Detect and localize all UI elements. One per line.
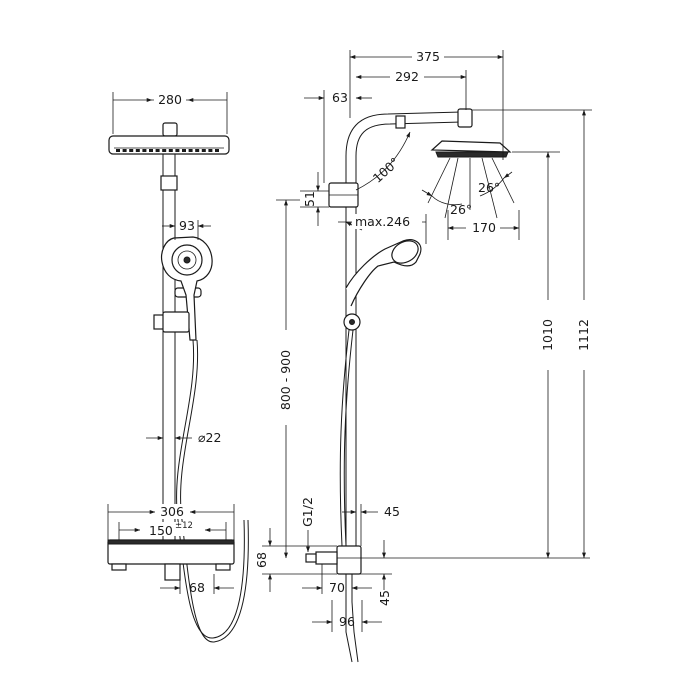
dim-inlet-spacing-label: 150 xyxy=(149,523,173,538)
dim-spray-angle-left-label: 26° xyxy=(450,202,472,217)
dim-mixer-depth-label: 45 xyxy=(384,504,400,519)
dim-bracket-height: 51 xyxy=(300,172,329,226)
dim-pipe-diameter-label: ⌀22 xyxy=(198,430,221,445)
dim-arm-projection-label: 292 xyxy=(395,69,419,84)
nozzle-slot xyxy=(175,149,180,152)
dim-connection-thread: G1/2 xyxy=(300,497,315,553)
dim-connection-depth: 96 xyxy=(312,600,382,632)
dim-spout-width-label: 68 xyxy=(189,580,205,595)
dim-bottom-offset: 45 xyxy=(358,540,392,606)
overhead-shower-side xyxy=(430,108,512,158)
side-view: 375 292 63 100° 26° 26° xyxy=(254,49,592,663)
dim-spray-angle-right-label: 26° xyxy=(478,180,500,195)
dim-inlet-spacing: 150 ±12 xyxy=(118,521,227,540)
hose-side xyxy=(339,329,350,547)
thermostatic-mixer-side xyxy=(305,545,362,663)
nozzle-slot xyxy=(215,149,219,152)
dim-bracket-height-label: 51 xyxy=(302,191,317,207)
dim-overall-projection-label: 375 xyxy=(416,49,440,64)
dim-mixer-width: 306 xyxy=(107,504,235,540)
dim-total-height-head-label: 1010 xyxy=(540,319,555,351)
nozzle-slot xyxy=(168,149,173,152)
nozzle-slot xyxy=(195,149,200,152)
nozzle-slot xyxy=(155,149,160,152)
dim-mount-height: 800 - 900 xyxy=(276,199,300,559)
dim-mixer-height-label: 68 xyxy=(254,552,269,568)
dim-head-width: 280 xyxy=(112,92,228,134)
nozzle-slot xyxy=(208,149,213,152)
nozzle-slot xyxy=(182,149,186,152)
dim-head-diameter: 170 xyxy=(447,210,520,240)
nozzle-slot xyxy=(135,149,140,152)
dim-total-height-head: 1010 xyxy=(512,151,560,559)
dim-mount-height-label: 800 - 900 xyxy=(278,350,293,410)
dim-connection-depth-label: 96 xyxy=(339,614,355,629)
dim-handshower-width-label: 93 xyxy=(179,218,195,233)
dim-overall-projection: 375 xyxy=(349,49,504,160)
dim-bottom-offset-label: 45 xyxy=(377,590,392,606)
dim-head-width-label: 280 xyxy=(158,92,182,107)
hand-shower-side xyxy=(343,239,422,331)
dim-spray-angles: 26° 26° xyxy=(421,171,513,217)
dim-head-diameter-label: 170 xyxy=(472,220,496,235)
riser-pipe-front xyxy=(160,154,178,540)
dim-total-height-top: 1112 xyxy=(472,109,592,559)
dim-pipe-diameter: ⌀22 xyxy=(146,430,221,445)
dim-mixer-height: 68 xyxy=(254,528,337,592)
hose-front xyxy=(176,339,245,639)
dim-handshower-width: 93 xyxy=(162,218,211,240)
nozzle-slot xyxy=(188,149,193,152)
dim-arm-angle: 100° xyxy=(355,131,411,191)
dim-connection-thread-label: G1/2 xyxy=(300,497,315,527)
front-view: 280 93 ⌀22 306 xyxy=(107,92,249,643)
nozzle-slot xyxy=(201,149,206,152)
nozzle-slot xyxy=(129,149,134,152)
nozzle-slot xyxy=(122,149,127,152)
dim-mixer-width-label: 306 xyxy=(160,504,184,519)
dim-handshower-max: max.246 xyxy=(338,214,427,244)
dim-spout-width: 68 xyxy=(160,574,234,595)
dim-mixer-depth: 45 xyxy=(342,504,400,546)
dim-mixer-projection: 70 xyxy=(302,564,372,595)
dim-arm-projection: 292 xyxy=(355,69,467,110)
hand-shower-front xyxy=(153,236,213,341)
nozzle-slot xyxy=(142,149,147,152)
dim-wall-offset-label: 63 xyxy=(332,90,348,105)
dim-wall-offset: 63 xyxy=(304,90,372,183)
nozzle-slot xyxy=(149,149,153,152)
dim-arm-angle-label: 100° xyxy=(370,154,402,185)
thermostatic-mixer-front xyxy=(107,539,235,581)
dim-mixer-projection-label: 70 xyxy=(329,580,345,595)
nozzle-slot xyxy=(162,149,167,152)
dim-inlet-spacing-tolerance: ±12 xyxy=(175,521,193,531)
dim-total-height-top-label: 1112 xyxy=(576,319,591,351)
dim-handshower-max-label: max.246 xyxy=(355,214,410,229)
nozzle-slot xyxy=(116,149,120,152)
overhead-shower-front xyxy=(108,122,230,155)
